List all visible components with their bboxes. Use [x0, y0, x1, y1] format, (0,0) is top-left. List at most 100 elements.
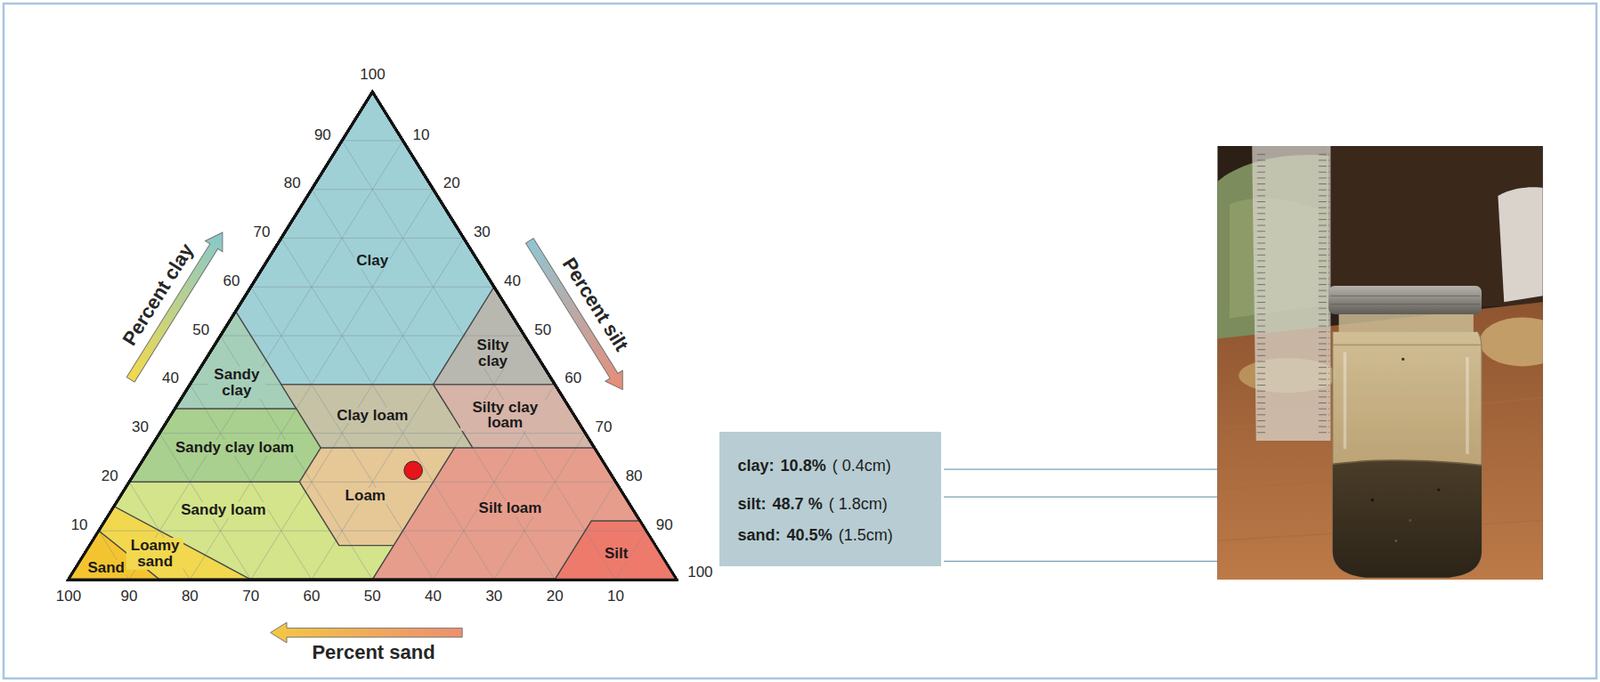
grid-line [311, 188, 434, 190]
axis-number: 10 [413, 127, 431, 143]
label-holder: Silt loam [477, 500, 545, 517]
label-holder: 30 [485, 588, 503, 604]
label-holder: 80 [181, 588, 199, 604]
grid-line [220, 335, 374, 580]
jar-lid [1328, 285, 1482, 315]
grid-line [220, 335, 526, 337]
grid-line [220, 335, 374, 580]
label-holder: 10 [607, 588, 625, 604]
layer-height: ( 1.8cm) [828, 495, 888, 514]
texture-class-label: Silty clay [465, 337, 521, 370]
texture-region: Sandy clay loam [126, 406, 325, 486]
region-fill [68, 530, 160, 580]
label-holder: 50 [534, 322, 552, 338]
fraction-percent: 48.7 % [772, 495, 823, 514]
grid-line [220, 335, 374, 580]
axis-number: 60 [222, 273, 240, 289]
grid-line [129, 140, 403, 580]
texture-region: Sandy clay [171, 308, 300, 413]
grid-line [311, 188, 434, 190]
label-holder: Silty clay [465, 337, 521, 370]
label-holder: 90 [121, 588, 139, 604]
grid-line [281, 237, 464, 239]
region-border [68, 530, 160, 580]
grid-line [129, 140, 403, 580]
grid-line [220, 335, 374, 580]
texture-class-label: Clay loam [334, 407, 410, 424]
grid-line [129, 140, 403, 580]
woven-mat [1479, 316, 1544, 366]
leader-line [943, 560, 1218, 562]
grid-line [98, 530, 647, 532]
grid-line [251, 237, 464, 579]
grid-line [311, 189, 555, 580]
axis-number: 80 [181, 588, 199, 604]
grid-line [251, 286, 495, 288]
axis-number: 60 [564, 370, 582, 386]
grid-line [281, 237, 464, 239]
grid-line [98, 530, 647, 532]
grid-line [98, 530, 130, 580]
triangle-outline [68, 91, 677, 580]
grid-line [341, 139, 403, 141]
label-holder: Sandy loam [178, 502, 268, 519]
grid-line [251, 286, 495, 288]
texture-region: Clay [232, 89, 497, 388]
grid-line [220, 335, 526, 337]
grid-line [433, 384, 556, 580]
grid-line [281, 237, 464, 239]
grid-line [341, 139, 403, 141]
grid-line [341, 139, 403, 141]
label-holder: 60 [564, 370, 582, 386]
grid-line [251, 286, 434, 580]
grid-line [220, 335, 526, 337]
axis-number: 40 [424, 588, 442, 604]
region-fill [433, 384, 595, 448]
label-holder: 60 [303, 588, 321, 604]
label-holder: 30 [473, 224, 491, 240]
grid-line [251, 237, 464, 579]
leader-line [943, 495, 1218, 497]
sediment-speck [1408, 519, 1412, 522]
axis-number: 90 [314, 127, 332, 143]
axis-number: 10 [607, 588, 625, 604]
grid-line [220, 335, 526, 337]
person-right [1497, 186, 1543, 302]
texture-class-label: Sand [85, 560, 127, 577]
label-holder: 10 [71, 517, 89, 533]
fraction-name: clay: [738, 457, 775, 476]
jar-body [1332, 331, 1482, 577]
axis-number: 10 [71, 517, 89, 533]
label-holder: Loam [343, 487, 388, 504]
axis-number: 30 [485, 588, 503, 604]
grid-line [159, 432, 585, 434]
texture-class-label: Loamy sand [126, 537, 184, 570]
ruler-ticks [1318, 153, 1331, 438]
grid-line [433, 384, 556, 580]
grid-line [251, 286, 495, 288]
grid-line [311, 189, 555, 580]
triangle-outline [68, 91, 677, 580]
label-holder: 40 [424, 588, 442, 604]
jar-photo [1217, 146, 1544, 580]
label-holder: 80 [625, 468, 643, 484]
grid-line [281, 237, 464, 239]
region-fill [235, 91, 495, 385]
texture-class-label: Sandy clay loam [173, 439, 296, 456]
grid-line [341, 139, 403, 141]
measurement-row: clay:10.8%( 0.4cm) [738, 457, 892, 476]
texture-class-label: Sandy clay [208, 366, 266, 399]
axis-number: 90 [656, 517, 674, 533]
grid-line [129, 140, 403, 580]
axis-number: 40 [503, 273, 521, 289]
grid-line [189, 189, 433, 580]
grid-line [341, 140, 616, 580]
label-holder: 70 [595, 419, 613, 435]
grid-line [251, 286, 434, 580]
grid-line [281, 237, 464, 239]
fraction-percent: 40.5% [787, 527, 833, 545]
grid-line [98, 530, 647, 532]
grid-line [251, 286, 434, 580]
grid-line [281, 237, 495, 579]
grid-line [159, 432, 585, 434]
